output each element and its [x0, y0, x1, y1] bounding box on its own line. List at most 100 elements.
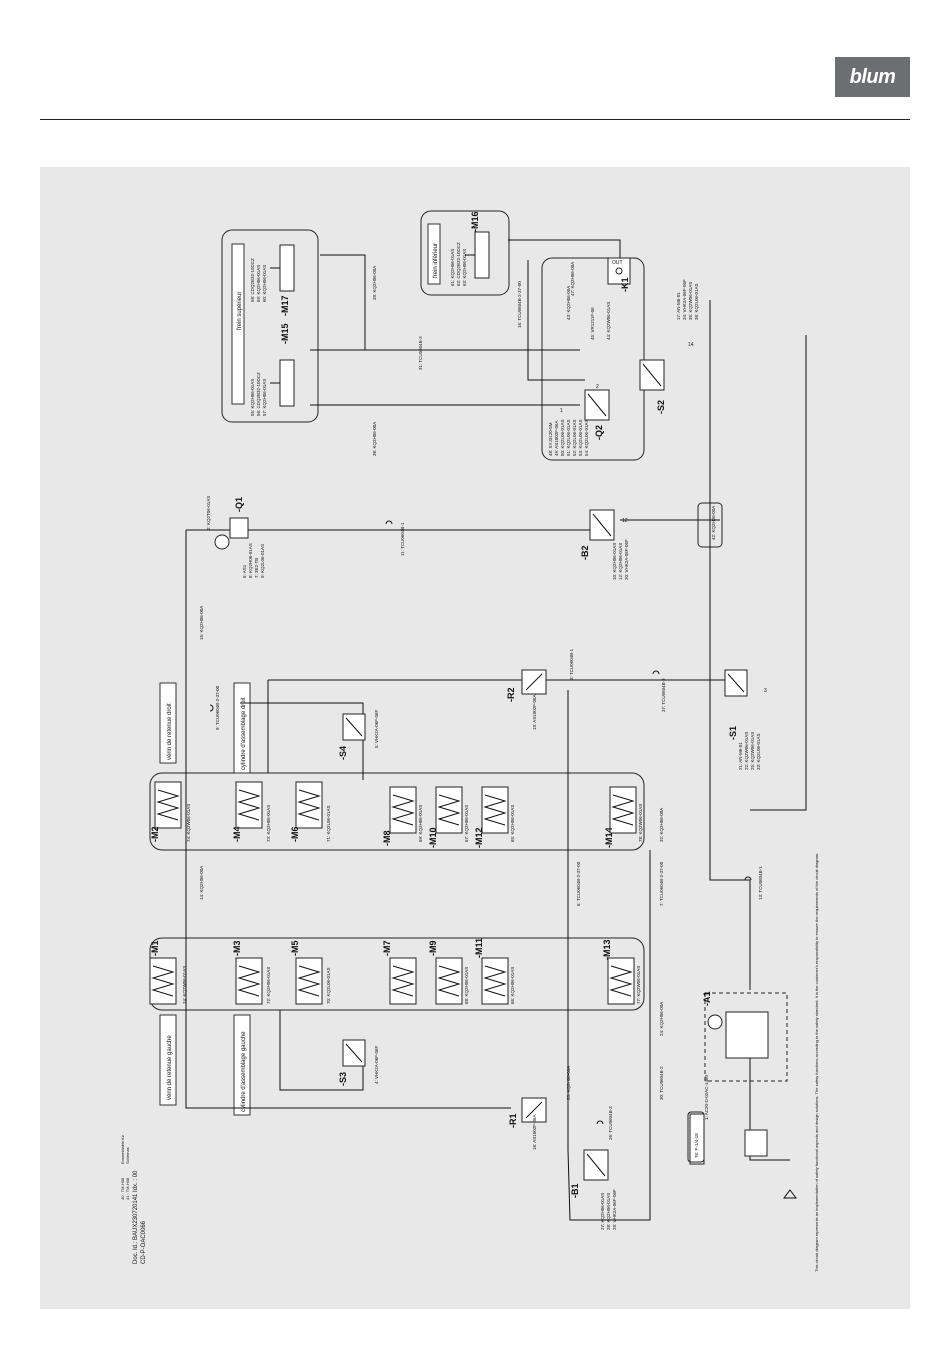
part-s3: 4: VHK2A-06F-06F: [374, 1045, 379, 1084]
label-m16: -M16: [470, 211, 480, 232]
part-q2b: 49: AS1002F-06A: [554, 420, 559, 456]
part-k1a: 44: KQ2W06-01AS: [606, 302, 611, 340]
part-m12: 65: KQ2H06-01AS: [510, 805, 515, 842]
crossover-5: [744, 876, 752, 881]
a1-unit-box: [704, 992, 788, 1082]
label-r1: -R1: [508, 1113, 518, 1128]
label-m5: -M5: [290, 941, 300, 957]
tube-box-42: [697, 502, 723, 548]
frein-superieur-box: [221, 229, 319, 423]
cylinder-m17: [270, 244, 295, 292]
label-q1: -Q1: [234, 497, 244, 512]
label-m4: -M4: [232, 827, 242, 843]
part-q2e: 52: KQ2L06-01AS: [572, 419, 577, 456]
air-supply-symbol: [783, 1189, 797, 1199]
label-s4: -S4: [338, 746, 348, 760]
valve-r1: [521, 1097, 547, 1123]
part-s2a: 17: AN-M6-01: [676, 292, 681, 320]
label-m13: -M13: [602, 939, 612, 960]
part-m15b: 56: CDQ2B32-10DCZ: [256, 372, 261, 416]
doc-meta-4: Schémas: [125, 1147, 130, 1164]
tube-line-left: [185, 530, 511, 1109]
part-m3: 72: KQ2H06-01AS: [266, 967, 271, 1004]
cylinder-m9: [435, 957, 463, 1005]
tube-line-m17: [320, 254, 366, 350]
port-14-s2: 14: [688, 342, 694, 348]
part-s1d: 33: KQ2L06-01AS: [756, 733, 761, 770]
part-m11: 66: KQ2H06-01AS: [510, 967, 515, 1004]
tube-label-24: 76: P-1/4-18: [694, 1133, 699, 1158]
part-m17a: 58: CDQ2B32-10DCZ: [250, 258, 255, 302]
part-s2c: 35: KQ2W06-01AS: [688, 282, 693, 320]
part-q1d: 9: KQ2L06-01AS: [260, 544, 265, 578]
valve-s2: [639, 359, 665, 391]
tube-label-19: 42: KQ2H06-00A: [711, 506, 716, 540]
valve-s4: [342, 713, 366, 741]
tube-label-11: 43: KQ2H06-00A: [566, 286, 571, 320]
label-m6: -M6: [290, 827, 300, 843]
part-q1c: 7: 3E2-TB: [254, 558, 259, 578]
crossover-1: [209, 704, 214, 712]
tube-label-8: 38: KQ2H06-00A: [372, 422, 377, 456]
label-m1: -M1: [150, 941, 160, 957]
cylinder-group-right: [149, 772, 645, 851]
part-s1b: 22: KQ2W06-01AS: [744, 732, 749, 770]
tube-label-10: 11: TCU0604B-1: [400, 522, 405, 556]
header-rule: [40, 119, 910, 120]
part-m9: 68: KQ2H06-01AS: [464, 967, 469, 1004]
label-b2: -B2: [580, 545, 590, 560]
cyl-gauche-label: cylindre d'assemblage gauche: [241, 1031, 247, 1112]
valve-q2: [584, 389, 610, 421]
tube-label-13: 30: TCU0604B-2: [659, 1066, 664, 1100]
part-s2b: 34: VHK2A-06F-06F: [682, 279, 687, 320]
cylinder-m10: [435, 786, 463, 834]
label-m2: -M2: [150, 827, 160, 843]
tube-line-far-right: [750, 335, 807, 811]
valve-group-box: [541, 257, 645, 461]
part-k1b: 45: VR1211F-06: [590, 307, 595, 340]
tube-box-76: [687, 1111, 705, 1163]
tube-label-7: 37: TCU0604B-3: [661, 678, 666, 712]
crossover-4: [596, 1120, 604, 1125]
port-2-q2: 2: [596, 384, 599, 390]
cyl-droit-box: [233, 682, 251, 774]
part-m16b: 62: CDQ2B32-10DCZ: [456, 242, 461, 286]
part-q2a: 48: SYJ3120-5M: [548, 422, 553, 456]
tube-line-m16: [508, 239, 621, 265]
label-m17: -M17: [280, 295, 290, 316]
part-q1b: 8: KQ2H06-01AS: [248, 543, 253, 578]
frein-superieur-label-box: [231, 243, 245, 405]
part-b1b: 28: KQ2H06-01AS: [606, 1193, 611, 1230]
cylinder-m4: [235, 781, 263, 829]
tube-label-18: 47: KQ2H06-00A: [570, 262, 575, 296]
part-q1a: 6: AS1: [242, 564, 247, 578]
part-m15c: 57: KQ2H06-01AS: [262, 379, 267, 416]
part-q2c: 50: KQ2L06-01AS: [560, 419, 565, 456]
cylinder-m3: [235, 957, 263, 1005]
diagram-panel: [40, 167, 910, 1309]
part-s2d: 36: KQ2L06-01AS: [694, 283, 699, 320]
valve-b1: [583, 1149, 609, 1181]
part-m8: 69: KQ2H06-01AS: [418, 805, 423, 842]
cylinder-m11: [481, 957, 509, 1005]
part-r1: 18: AS1002F-06A: [532, 1114, 537, 1150]
tube-label-5: 26: TCU0604B-3: [608, 1106, 613, 1140]
port-1-q2: 1: [560, 408, 563, 414]
disclaimer-block: This circuit diagram represents an imple…: [814, 853, 819, 1272]
label-m8: -M8: [382, 831, 392, 847]
crossover-2: [385, 520, 393, 525]
valve-s1: [724, 669, 748, 697]
part-m13: 77: KQ2W06-01AS: [636, 966, 641, 1004]
valve-r2: [521, 669, 547, 695]
tube-label-12: 3: TCU0604B-1: [569, 648, 574, 680]
part-q2d: 51: KQ2L06-01AS: [566, 419, 571, 456]
part-m17b: 59: KQ2H06-01AS: [256, 265, 261, 302]
tube-label-23: 7: TCU0604B-2-37-00: [659, 861, 664, 906]
vis-gauche-label: vérin de retenue gauche: [167, 1035, 173, 1100]
part-b2b: 12: KQ2H06-01AS: [618, 543, 623, 580]
vis-droit-label: vérin de retenue droit: [167, 703, 173, 760]
frein-superieur-label: frein supérieur: [237, 292, 243, 330]
part-q2g: 54: KQ2L06-01AS: [584, 419, 589, 456]
cylinder-m6: [295, 781, 323, 829]
tube-line-mid: [567, 690, 651, 1221]
